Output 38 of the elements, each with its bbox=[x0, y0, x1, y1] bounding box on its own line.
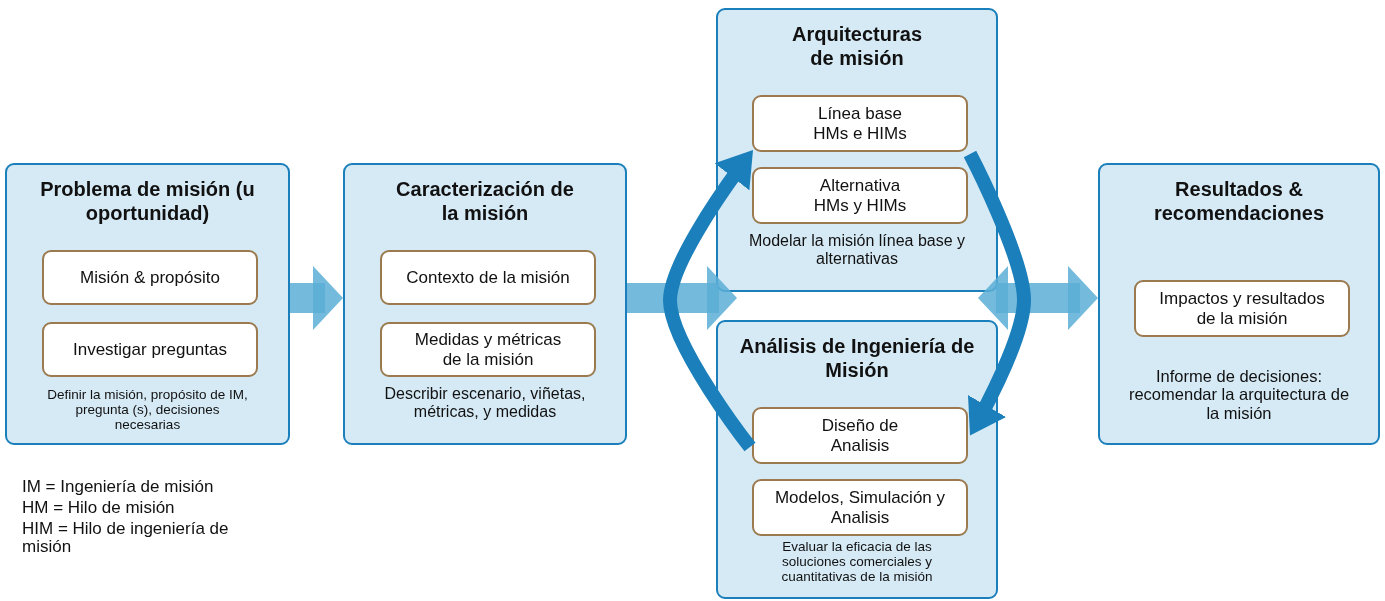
stage-panel bbox=[5, 163, 290, 445]
panel-title: Problema de misión (u oportunidad) bbox=[40, 177, 255, 225]
step-label: Misión & propósito bbox=[79, 267, 221, 288]
abbreviation-note: HM = Hilo de misión bbox=[22, 499, 176, 517]
stage-panel bbox=[716, 320, 998, 599]
step-label: Diseño de Analisis bbox=[820, 415, 900, 456]
panel-title: Resultados & recomendaciones bbox=[1152, 177, 1326, 225]
block-arrow bbox=[978, 266, 1098, 330]
panel-description: Informe de decisiones: recomendar la arquitectura de la misión bbox=[1127, 367, 1351, 423]
panel-title: Análisis de Ingeniería de Misión bbox=[738, 334, 976, 382]
step-label: Medidas y métricas de la misión bbox=[413, 329, 563, 370]
step-box bbox=[752, 479, 968, 536]
abbreviation-note: HIM = Hilo de ingeniería de misión bbox=[22, 520, 230, 556]
step-box bbox=[1134, 280, 1350, 337]
panel-title: Arquitecturas de misión bbox=[791, 22, 923, 70]
step-box bbox=[42, 250, 258, 305]
step-box bbox=[42, 322, 258, 377]
step-box bbox=[752, 95, 968, 152]
stage-panel bbox=[1098, 163, 1380, 445]
block-arrow bbox=[290, 266, 343, 330]
panel-description: Describir escenario, viñetas, métricas, y medidas bbox=[383, 385, 587, 421]
abbreviation-note: IM = Ingeniería de misión bbox=[22, 478, 215, 496]
stage-panel bbox=[343, 163, 627, 445]
panel-description: Evaluar la eficacia de las soluciones comerciales y cuantitativas de la misión bbox=[780, 539, 934, 585]
step-label: Investigar preguntas bbox=[71, 339, 228, 360]
step-label: Línea base HMs e HIMs bbox=[812, 103, 908, 144]
step-label: Alternativa HMs y HIMs bbox=[812, 175, 908, 216]
panel-description: Definir la misión, propósito de IM, pregunta (s), decisiones necesarias bbox=[46, 387, 249, 433]
step-box bbox=[752, 167, 968, 224]
panel-title: Caracterización de la misión bbox=[395, 177, 575, 225]
step-box bbox=[752, 407, 968, 464]
step-label: Contexto de la misión bbox=[405, 267, 571, 288]
step-box bbox=[380, 322, 596, 377]
step-label: Modelos, Simulación y Analisis bbox=[773, 487, 947, 528]
step-label: Impactos y resultados de la misión bbox=[1158, 288, 1326, 329]
panel-description: Modelar la misión línea base y alternativas bbox=[747, 232, 967, 268]
stage-panel bbox=[716, 8, 998, 292]
step-box bbox=[380, 250, 596, 305]
